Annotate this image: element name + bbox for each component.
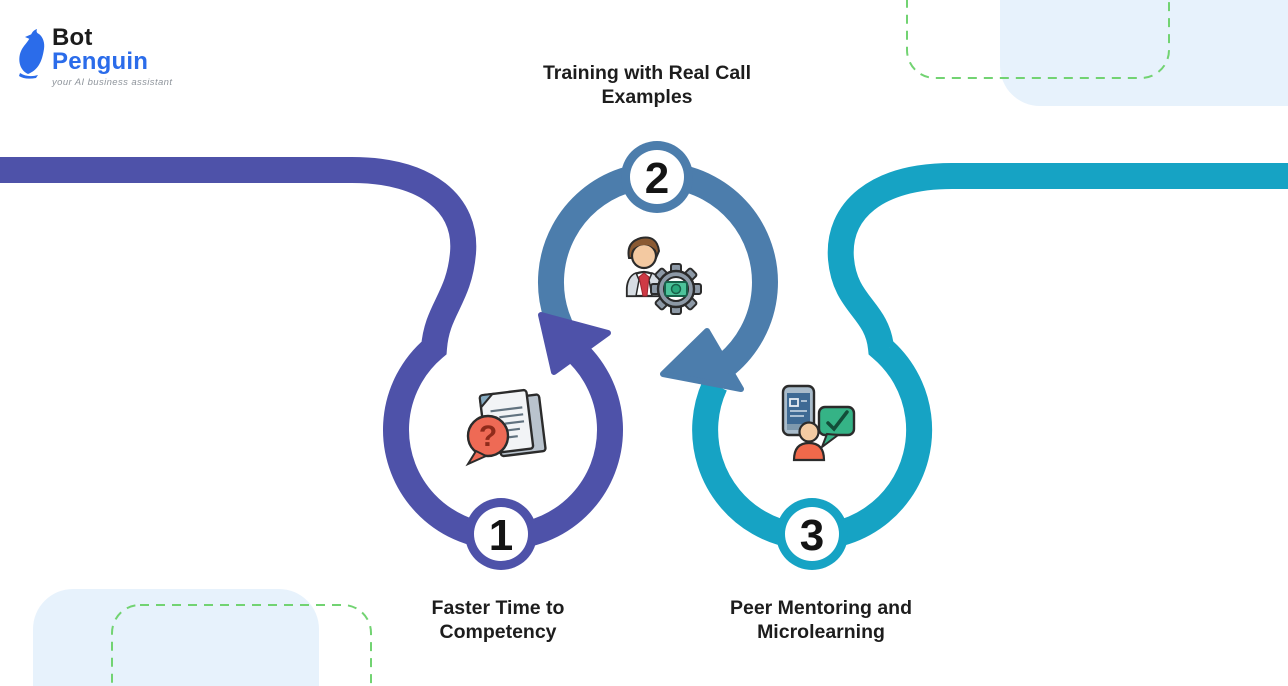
- step1-number: 1: [489, 511, 513, 560]
- trainer-gear-icon: [625, 236, 702, 315]
- brand-name-penguin: Penguin: [52, 48, 149, 75]
- deco-dashed-top-right: [906, 0, 1170, 79]
- step1-badge-face: [474, 507, 528, 561]
- botpenguin-logo: Bot Penguin your AI business assistant: [12, 26, 212, 88]
- arrowhead-step2-to-step3-icon: [660, 328, 744, 392]
- step2-label-line2: Examples: [601, 86, 693, 108]
- ribbon-step1-loop: [0, 157, 623, 550]
- step1-badge: 1: [465, 498, 537, 570]
- step2-badge-face: [630, 150, 684, 204]
- step1-label-line2: Competency: [439, 621, 557, 643]
- step3-label-line1: Peer Mentoring and: [729, 597, 913, 619]
- brand-tagline: your AI business assistant: [52, 77, 173, 88]
- question-document-icon: ?: [465, 388, 547, 467]
- step3-badge-face: [785, 507, 839, 561]
- svg-text:?: ?: [479, 420, 497, 453]
- step3-label: Peer Mentoring and Microlearning: [661, 596, 981, 644]
- step1-label: Faster Time to Competency: [338, 596, 658, 644]
- step2-label-line1: Training with Real Call: [542, 62, 752, 84]
- phone-chat-person-icon: [781, 384, 856, 462]
- arrowhead-step1-to-step2-icon: [538, 312, 611, 375]
- penguin-icon: [19, 29, 45, 79]
- step1-label-line1: Faster Time to: [431, 597, 565, 619]
- step3-badge: 3: [776, 498, 848, 570]
- brand-name-bot: Bot: [52, 24, 93, 51]
- step2-label: Training with Real Call Examples: [487, 61, 807, 109]
- step3-label-line2: Microlearning: [757, 621, 885, 643]
- deco-dashed-bottom-left: [111, 604, 372, 686]
- step2-badge: 2: [621, 141, 693, 213]
- deco-panel-top-right: [1000, 0, 1288, 106]
- step3-number: 3: [800, 511, 824, 560]
- deco-panel-bottom-left: [33, 589, 319, 686]
- step2-number: 2: [645, 154, 669, 203]
- ribbon-step3-loop: [692, 163, 1288, 550]
